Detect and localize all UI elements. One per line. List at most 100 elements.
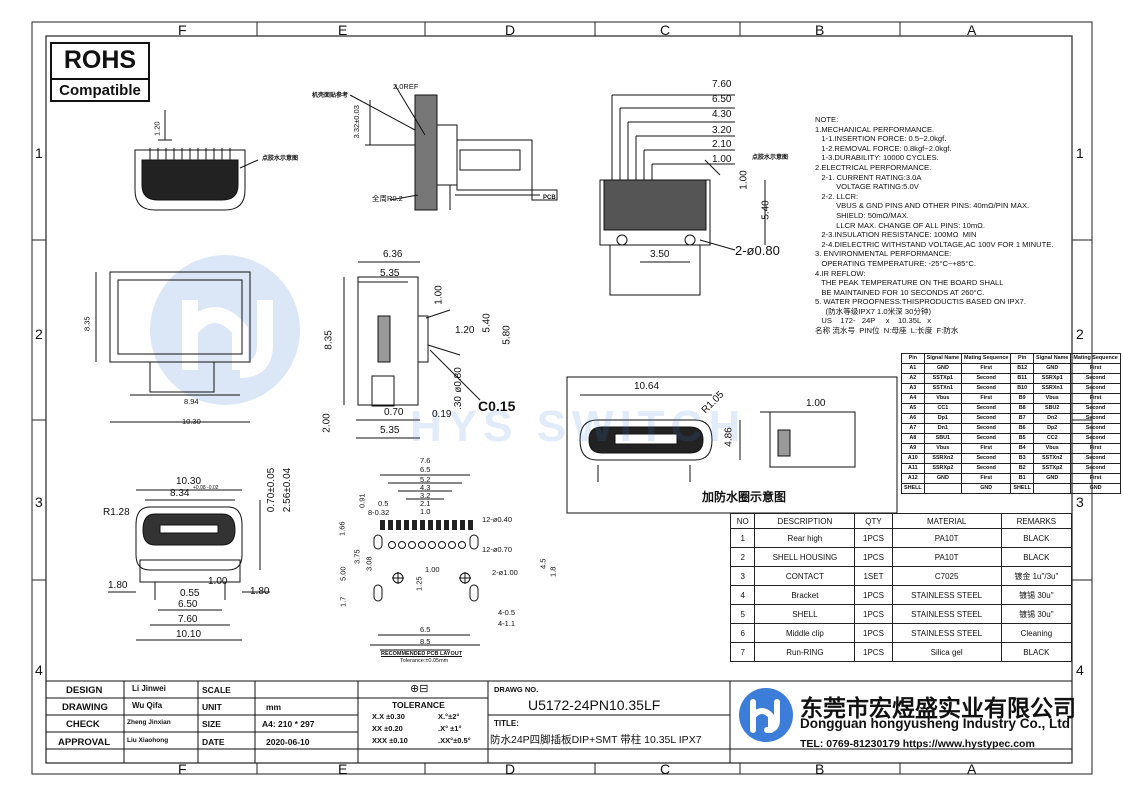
note-line: 4.IR REFLOW: bbox=[815, 268, 866, 278]
pin-table-header-cell: Signal Name bbox=[923, 353, 963, 364]
pin-table-row-cell: Second bbox=[961, 403, 1012, 414]
pin-table-row-cell: Second bbox=[1070, 453, 1121, 464]
dim-label: 10.30 bbox=[176, 476, 202, 487]
bom-table-row-cell: 1SET bbox=[854, 566, 893, 586]
pin-table-row-cell: First bbox=[1070, 363, 1121, 374]
tol-row-2-b: .X° ±1° bbox=[438, 724, 462, 733]
waterproof-caption: 加防水圈示意图 bbox=[702, 490, 787, 504]
pin-table-row-cell: B8 bbox=[1010, 403, 1035, 414]
pin-table-row-cell: A3 bbox=[901, 383, 925, 394]
bom-table-row-cell: STAINLESS STEEL bbox=[891, 604, 1002, 624]
check-label: CHECK bbox=[66, 719, 100, 730]
pin-table-row-cell: A12 bbox=[901, 473, 925, 484]
pin-table-row-cell: GND bbox=[961, 483, 1012, 494]
dim-label: 5.40 bbox=[481, 313, 493, 333]
pin-table-row-cell: B6 bbox=[1010, 423, 1035, 434]
bom-table-row-cell: 7 bbox=[729, 642, 756, 662]
pin-table-row-cell: B7 bbox=[1010, 413, 1035, 424]
dim-label: 1.00 bbox=[712, 154, 732, 165]
pin-table-row-cell: SSRXp2 bbox=[923, 463, 963, 474]
pin-table-header-cell: Pin bbox=[901, 353, 925, 364]
pin-table-row-cell: B2 bbox=[1010, 463, 1035, 474]
dim-label: 1.20 bbox=[152, 121, 162, 137]
dim-label: 7.60 bbox=[178, 614, 198, 625]
check-name: Zheng Jinxian bbox=[127, 719, 171, 726]
dim-label: 8.35 bbox=[82, 316, 92, 332]
bom-table-row-cell: C7025 bbox=[891, 566, 1002, 586]
dim-label: 2.1 bbox=[420, 499, 431, 508]
size-label: SIZE bbox=[202, 719, 221, 729]
bom-table-header-cell: NO bbox=[729, 513, 756, 529]
pin-table-row-cell: B3 bbox=[1010, 453, 1035, 464]
zone-row-2-right: 2 bbox=[1076, 326, 1084, 342]
pin-table-row-cell: A5 bbox=[901, 403, 925, 414]
drawing-name: Wu Qifa bbox=[132, 701, 163, 710]
dim-label: R1.28 bbox=[103, 507, 130, 518]
bom-table-row-cell: 1PCS bbox=[854, 547, 893, 567]
company-name-en: Dongguan hongyusheng Industry Co., Ltd bbox=[800, 716, 1070, 731]
dim-label: 3.50 bbox=[650, 249, 670, 260]
tol-row-1-b: X.°±2° bbox=[438, 712, 460, 721]
dim-label: 4.86 bbox=[723, 427, 735, 447]
dim-label: 5.2 bbox=[420, 475, 431, 484]
bom-table-row-cell: 镀锡 30u" bbox=[1000, 585, 1073, 605]
pin-table-row-cell: Dn2 bbox=[1033, 413, 1072, 424]
note-line: 1-2.REMOVAL FORCE: 0.8kgf~2.0kgf. bbox=[815, 143, 952, 153]
bom-table-row-cell: 5 bbox=[729, 604, 756, 624]
pin-table-row-cell: GND bbox=[1070, 483, 1121, 494]
bom-table-row-cell: BLACK bbox=[1000, 642, 1073, 662]
company-name-cn: 东莞市宏煜盛实业有限公司 bbox=[800, 695, 1076, 721]
dim-label: 1.00 bbox=[433, 285, 445, 305]
bom-table-row-cell: 4 bbox=[729, 585, 756, 605]
dim-label: 4.30 bbox=[712, 109, 732, 120]
pin-table-row-cell: A9 bbox=[901, 443, 925, 454]
pin-table-row-cell: Second bbox=[1070, 373, 1121, 384]
watermark-logo bbox=[150, 255, 300, 405]
dim-label: 1.00 bbox=[208, 576, 228, 587]
dim-label: 8.35 bbox=[323, 330, 335, 350]
zone-row-4-right: 4 bbox=[1076, 662, 1084, 678]
dim-label: 0.5 bbox=[378, 499, 389, 508]
note-line: 2-4.DIELECTRIC WITHSTAND VOLTAGE,AC 100V… bbox=[815, 239, 1054, 249]
zone-row-2-left: 2 bbox=[35, 326, 43, 342]
dim-label: 1.25 bbox=[414, 576, 424, 592]
pin-table-row-cell: CC1 bbox=[923, 403, 963, 414]
dim-label: 8.94 bbox=[184, 397, 199, 406]
pin-table-row-cell: First bbox=[1070, 443, 1121, 454]
pin-table-row-cell: B5 bbox=[1010, 433, 1035, 444]
design-name: Li Jinwei bbox=[132, 684, 166, 693]
dim-label: 4-0.5 bbox=[498, 608, 516, 617]
dim-label: 3.08 bbox=[364, 556, 374, 572]
pin-table-row-cell: SHELL bbox=[901, 483, 925, 494]
bom-table-row-cell: STAINLESS STEEL bbox=[891, 585, 1002, 605]
note-line: 3. ENVIRONMENTAL PERFORMANCE: bbox=[815, 249, 952, 259]
bom-table-row-cell: Run-RING bbox=[754, 642, 856, 662]
approval-label: APPROVAL bbox=[58, 737, 111, 748]
pin-table-row-cell: B9 bbox=[1010, 393, 1035, 404]
dim-label: 4.3 bbox=[420, 483, 431, 492]
bom-table-row-cell: 2 bbox=[729, 547, 756, 567]
bom-table-row-cell: CONTACT bbox=[754, 566, 856, 586]
pin-table-row-cell: Vbus bbox=[1033, 393, 1072, 404]
size-value: A4: 210 * 297 bbox=[262, 719, 315, 729]
bom-table-row-cell: 1 bbox=[729, 528, 756, 548]
dim-label: 6.50 bbox=[178, 599, 198, 610]
dim-label: 1.8 bbox=[548, 566, 558, 577]
zone-col-e-bottom: E bbox=[338, 761, 348, 777]
note-line: VBUS & GND PINS AND OTHER PINS: 40mΩ/PIN… bbox=[815, 201, 1030, 211]
pin-table-row-cell: Vbus bbox=[923, 393, 963, 404]
pin-table-row-cell: GND bbox=[923, 363, 963, 374]
glue-label: 点胶水示意图 bbox=[752, 155, 789, 161]
pcb-caption: RECOMMENDED PCB LAYOUT bbox=[381, 651, 463, 657]
